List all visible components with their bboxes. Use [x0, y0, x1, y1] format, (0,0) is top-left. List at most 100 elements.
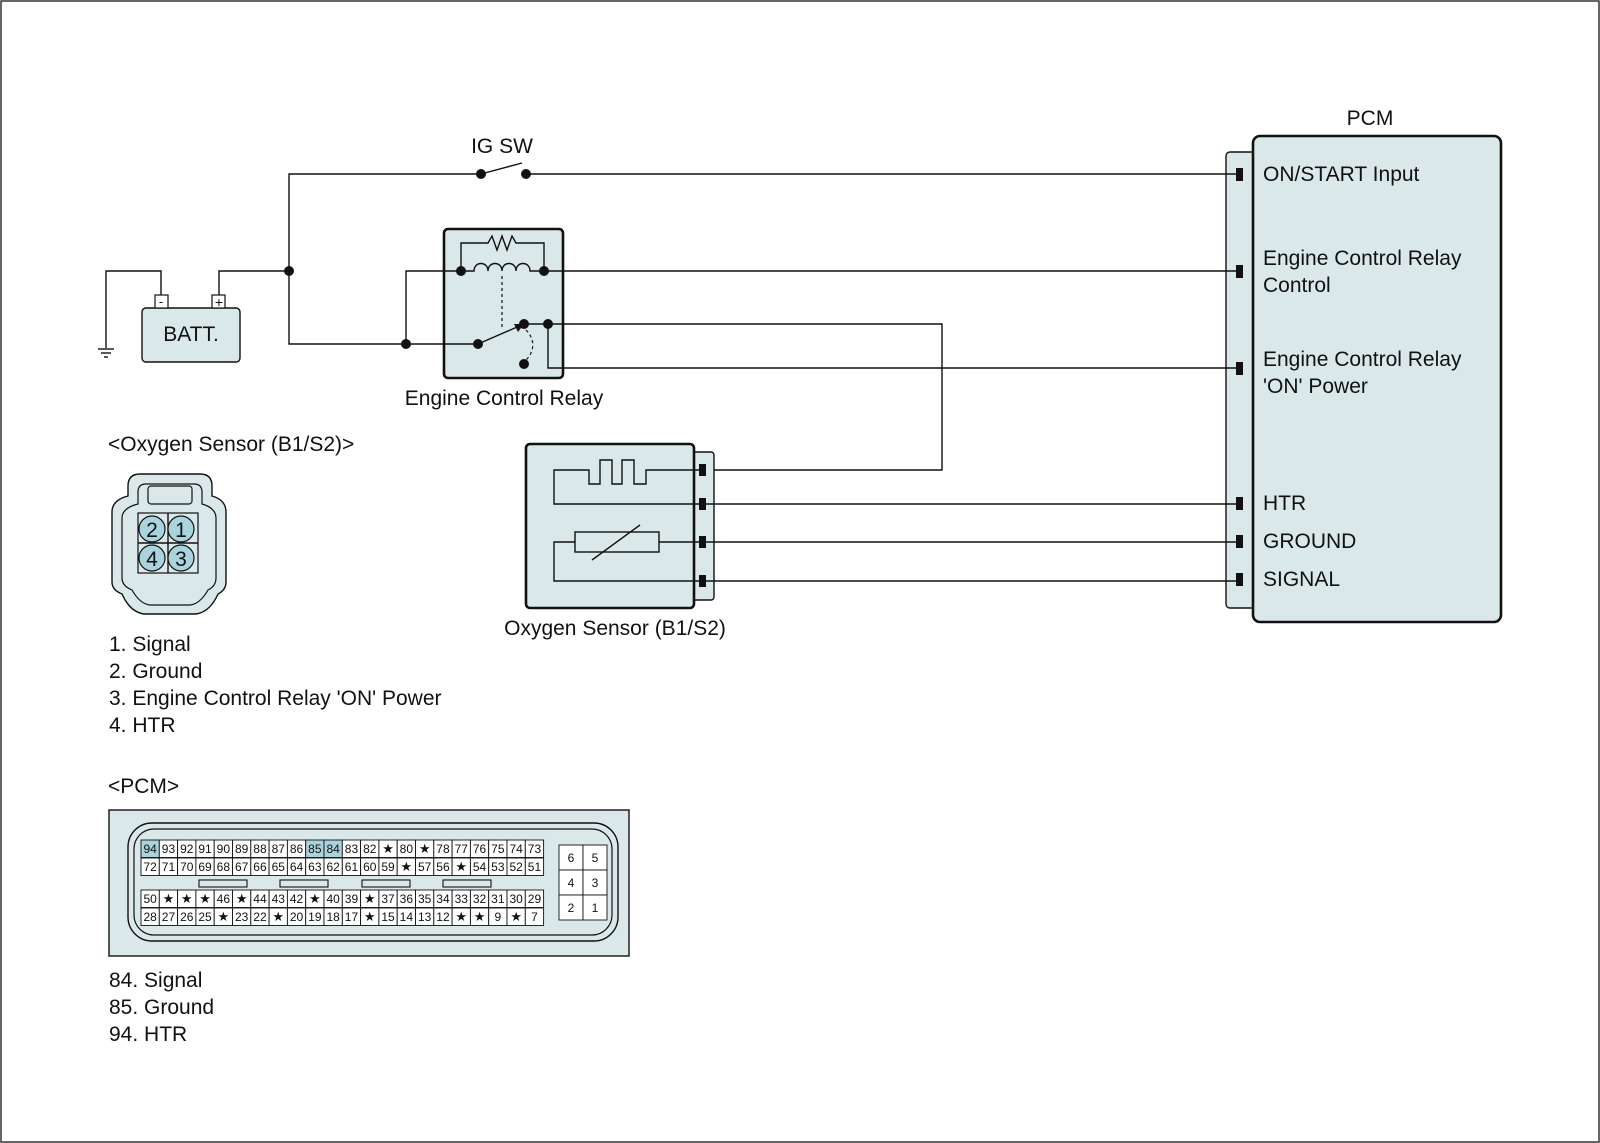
pcm-label-htr: HTR: [1263, 492, 1306, 515]
pcm-pin-number: 69: [198, 860, 212, 874]
pcm-pin-number: 7: [531, 910, 538, 924]
o2-heater-element: [553, 459, 703, 505]
pcm-connector-title: <PCM>: [108, 775, 179, 798]
ground-wire: [105, 270, 162, 348]
pcm-pin-number: 70: [180, 860, 194, 874]
pcm-title: PCM: [1347, 107, 1394, 130]
pcm-pin-number: 18: [326, 910, 340, 924]
o2-connector-title: <Oxygen Sensor (B1/S2)>: [108, 433, 354, 456]
ig-switch-blade: [480, 162, 523, 175]
ig-feed-wire: [288, 173, 479, 271]
pcm-pin-number: 25: [198, 910, 212, 924]
pcm-pin-number: 23: [235, 910, 249, 924]
o2-legend-1: 1. Signal: [109, 633, 191, 656]
pcm-pin-number: 73: [528, 842, 542, 856]
relay-dashed-arc: [525, 329, 534, 361]
pcm-pin-htr: [1236, 497, 1243, 510]
o2-cavity-2: [138, 515, 166, 543]
pcm-pin-number: 42: [290, 892, 304, 906]
pcm-pin-number: 86: [290, 842, 304, 856]
pcm-pin-number: 85: [308, 842, 322, 856]
relay-resistor: [460, 233, 545, 271]
pcm-pin-number: 26: [180, 910, 194, 924]
pcm-pin-number: ★: [181, 891, 193, 906]
pcm-pin-number: ★: [419, 841, 431, 856]
pcm-pin-number: 52: [509, 860, 523, 874]
o2-cavity-label-2: 2: [146, 519, 158, 542]
pcm-pin-number: 89: [235, 842, 249, 856]
pcm-pin-number: 14: [400, 910, 414, 924]
pcm-pin-number: 91: [198, 842, 212, 856]
pcm-pin-number: 53: [491, 860, 505, 874]
relay-nc-contact: [519, 359, 529, 369]
pcm-pin-cell: [524, 907, 545, 926]
pcm-pin-number: ★: [309, 891, 321, 906]
pcm-pin-cell: [524, 839, 545, 858]
pcm-pin-number: ★: [474, 909, 486, 924]
pcm-pin-number: 64: [290, 860, 304, 874]
pcm-pin-number: ★: [510, 909, 522, 924]
pcm-pin-number: 34: [436, 892, 450, 906]
pcm-label-relay-on-power-2: 'ON' Power: [1263, 375, 1368, 398]
o2-pin-power: [699, 464, 706, 476]
pcm-pin-number: 56: [436, 860, 450, 874]
pcm-pin-number: ★: [236, 891, 248, 906]
o2-connector-shell: [111, 473, 227, 615]
pcm-legend-3: 94. HTR: [109, 1023, 187, 1046]
pcm-pin-number: 94: [143, 842, 157, 856]
pcm-pin-number: 32: [473, 892, 487, 906]
pcm-pin-number: 78: [436, 842, 450, 856]
pcm-side-pin-number: 4: [568, 876, 575, 890]
o2-legend-3: 3. Engine Control Relay 'ON' Power: [109, 687, 442, 710]
oxygen-sensor: [524, 442, 696, 610]
o2-cavity-3: [167, 544, 195, 572]
pcm-key-3: [361, 879, 411, 888]
relay-label: Engine Control Relay: [405, 387, 604, 410]
pcm-side-pin-cell: [558, 894, 584, 921]
pcm-pin-number: 43: [272, 892, 286, 906]
pcm-label-relay-on-power-1: Engine Control Relay: [1263, 348, 1462, 371]
battery-neg-sign: -: [159, 294, 163, 309]
pcm-pin-number: 51: [528, 860, 542, 874]
pcm-box: [1251, 134, 1503, 624]
pcm-pin-number: 61: [345, 860, 359, 874]
pcm-pin-number: 12: [436, 910, 450, 924]
pcm-pin-on-start: [1236, 168, 1243, 181]
pcm-label-relay-control-1: Engine Control Relay: [1263, 247, 1462, 270]
pcm-pin-number: 80: [400, 842, 414, 856]
pcm-pin-number: 92: [180, 842, 194, 856]
pcm-pin-number: 39: [345, 892, 359, 906]
pcm-side-pin-cell: [582, 894, 608, 921]
o2-pin-signal: [699, 575, 706, 587]
battery-label: BATT.: [163, 323, 219, 346]
pcm-pin-signal: [1236, 573, 1243, 586]
pcm-side-pin-cell: [558, 869, 584, 896]
pcm-pin-number: 67: [235, 860, 249, 874]
o2-sensing-slash: [591, 524, 641, 561]
o2-cavity-4: [138, 544, 166, 572]
pcm-side-pin-number: 2: [568, 901, 575, 915]
pcm-pin-cell: [524, 889, 545, 908]
pcm-pin-number: 9: [495, 910, 502, 924]
pcm-pin-number: 50: [143, 892, 157, 906]
pcm-pin-number: 29: [528, 892, 542, 906]
o2-connector-latch: [147, 485, 193, 505]
pcm-pin-number: ★: [272, 909, 284, 924]
battery: [141, 307, 241, 363]
pcm-pin-number: 74: [509, 842, 523, 856]
battery-positive-wire: [218, 270, 289, 295]
pcm-pin-number: 71: [162, 860, 176, 874]
pcm-pin-number: ★: [455, 909, 467, 924]
pcm-pin-number: ★: [199, 891, 211, 906]
pcm-pin-number: 62: [326, 860, 340, 874]
pcm-side-pin-number: 1: [592, 901, 599, 915]
pcm-pin-number: 31: [491, 892, 505, 906]
o2-legend-4: 4. HTR: [109, 714, 176, 737]
pcm-key-1: [198, 879, 248, 888]
relay-on-power-wire: [547, 324, 1236, 369]
pcm-pin-number: ★: [364, 891, 376, 906]
pcm-side-pin-cell: [582, 844, 608, 871]
pcm-label-on-start: ON/START Input: [1263, 163, 1420, 186]
pcm-pin-number: 36: [400, 892, 414, 906]
